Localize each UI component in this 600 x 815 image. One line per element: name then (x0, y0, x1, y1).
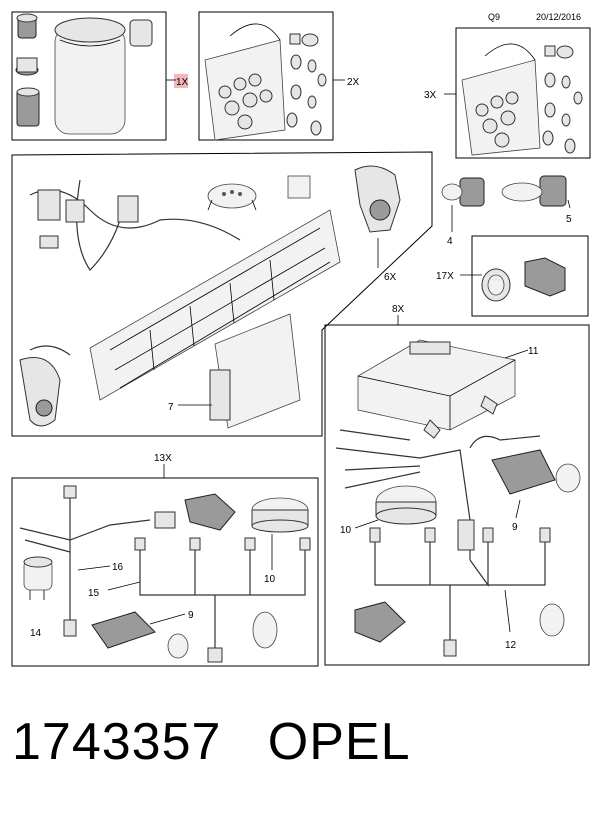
lid-part (129, 19, 153, 47)
harness-13x (19, 495, 151, 620)
callout-5: 5 (566, 214, 572, 225)
kit-13x-box: 13X 14 10 16 15 9 (11, 453, 319, 667)
bulb-case-3x (461, 59, 541, 156)
callout-8x: 8X (392, 304, 405, 315)
bulb-4: 4 (441, 177, 485, 247)
callout-12: 12 (505, 640, 517, 651)
callout-16: 16 (112, 562, 124, 573)
sensor-9b (91, 611, 156, 649)
sensor-bracket-8x (354, 601, 406, 643)
kit-2x-box: 2X (198, 11, 360, 141)
sensor-mount (354, 165, 401, 233)
sensor-bracket-13x (184, 493, 236, 531)
diagram-code: Q9 (488, 12, 500, 22)
callout-10a: 10 (340, 525, 352, 536)
callout-6x: 6X (384, 272, 397, 283)
kit-6x-box: 7 6X (11, 151, 433, 437)
callout-1x: 1X (176, 77, 189, 88)
part-number: 1743357 (12, 713, 222, 771)
callout-7: 7 (168, 402, 174, 413)
sensor-left (19, 357, 61, 427)
bulb-case (204, 39, 286, 141)
callout-11: 11 (528, 346, 539, 357)
callout-10b: 10 (264, 574, 276, 585)
kit-8x-box: 8X 11 10 9 12 (324, 304, 590, 666)
callout-2x: 2X (347, 77, 360, 88)
harness-wire (29, 189, 241, 241)
diagram-date: 20/12/2016 (536, 12, 581, 22)
callout-4: 4 (447, 236, 453, 247)
callout-9a: 9 (512, 522, 518, 533)
sensor-bracket (524, 257, 566, 297)
callout-13x: 13X (154, 453, 172, 464)
bulb-5: 5 (501, 175, 572, 225)
kit-3x-box: 3X (424, 27, 591, 159)
callout-3x: 3X (424, 90, 437, 101)
sensor-9a (491, 449, 556, 495)
footer: 1743357 OPEL (12, 712, 411, 772)
callout-14: 14 (30, 628, 42, 639)
kit-1x-box: 1X (11, 11, 189, 141)
harness-15 (139, 548, 306, 648)
kit-17x-box: 17X (436, 235, 589, 317)
container-part (54, 27, 126, 135)
callout-highlight (174, 74, 188, 88)
callout-17x: 17X (436, 271, 454, 282)
control-unit-11 (357, 339, 516, 431)
callout-15: 15 (88, 588, 100, 599)
harness-12 (374, 540, 546, 587)
buzzer-part (207, 183, 257, 209)
callout-9b: 9 (188, 610, 194, 621)
brand-name: OPEL (267, 713, 411, 771)
